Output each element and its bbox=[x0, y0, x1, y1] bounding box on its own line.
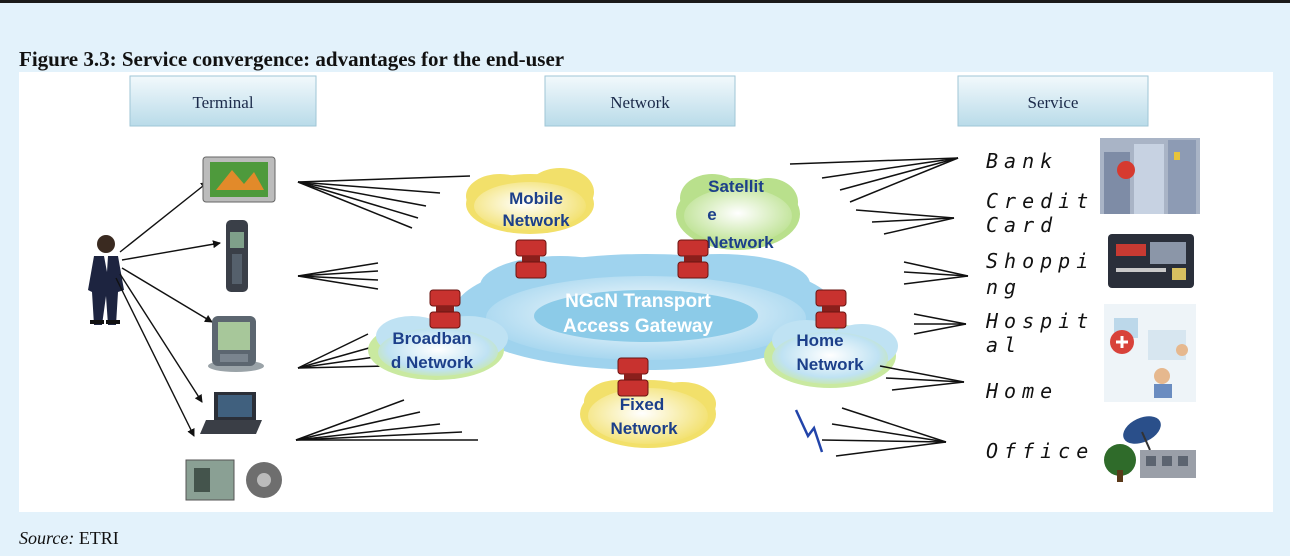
satellite-network-line1: Satellit bbox=[708, 177, 764, 196]
header-service-label: Service bbox=[1028, 93, 1079, 112]
hospital-icon bbox=[1104, 304, 1196, 402]
satellite-network-line2: e bbox=[707, 205, 716, 224]
gateway-router-icon bbox=[815, 289, 847, 329]
tablet-device-icon bbox=[202, 156, 276, 203]
core-network-line1: NGcN Transport bbox=[565, 291, 711, 312]
mobile-phone-icon bbox=[226, 220, 248, 292]
service-shopping-line1: Shoppi bbox=[986, 249, 1094, 273]
fixed-network-cloud: Fixed Network bbox=[580, 380, 716, 448]
home-network-cloud: Home Network bbox=[764, 320, 898, 388]
satellite-network-cloud: Satellit e Network bbox=[676, 174, 800, 252]
fixed-network-line2: Network bbox=[610, 419, 678, 438]
header-network: Network bbox=[544, 75, 736, 127]
person-icon bbox=[88, 235, 124, 325]
figure-title: Figure 3.3: Service convergence: advanta… bbox=[19, 47, 565, 71]
satellite-network-line3: Network bbox=[706, 233, 774, 252]
service-shopping-line2: ng bbox=[986, 275, 1022, 299]
broadband-network-line1: Broadban bbox=[392, 329, 471, 348]
service-office: Office bbox=[986, 439, 1094, 463]
service-bank: Bank bbox=[986, 149, 1058, 173]
gateway-router-icon bbox=[617, 357, 649, 397]
fixed-network-line1: Fixed bbox=[620, 395, 664, 414]
service-credit-line2: Card bbox=[986, 213, 1058, 237]
mobile-network-line2: Network bbox=[502, 211, 570, 230]
broadband-network-line2: d Network bbox=[391, 353, 474, 372]
appliance-icon bbox=[185, 459, 282, 501]
source-label: Source: bbox=[19, 528, 75, 548]
mobile-network-line1: Mobile bbox=[509, 189, 563, 208]
service-credit-line1: Credit bbox=[986, 189, 1094, 213]
service-hospital-line1: Hospit bbox=[985, 309, 1094, 333]
home-network-line1: Home bbox=[796, 331, 843, 350]
header-network-label: Network bbox=[610, 93, 670, 112]
bank-building-icon bbox=[1100, 138, 1200, 214]
lightning-icon bbox=[794, 409, 824, 453]
header-service: Service bbox=[957, 75, 1149, 127]
terminal-line-fans bbox=[295, 175, 478, 441]
laptop-icon bbox=[200, 392, 262, 434]
person-device-arrows bbox=[115, 181, 221, 437]
home-network-line2: Network bbox=[796, 355, 864, 374]
figure-source: Source: ETRI bbox=[19, 528, 119, 549]
header-terminal-label: Terminal bbox=[192, 93, 253, 112]
header-terminal: Terminal bbox=[129, 75, 317, 127]
service-line-fans bbox=[789, 157, 969, 457]
pda-icon bbox=[208, 316, 264, 372]
gateway-router-icon bbox=[677, 239, 709, 279]
service-hospital-line2: al bbox=[986, 333, 1022, 357]
core-network-line2: Access Gateway bbox=[563, 316, 713, 337]
mobile-network-cloud: Mobile Network bbox=[466, 168, 594, 234]
source-value: ETRI bbox=[78, 528, 119, 548]
service-home: Home bbox=[985, 379, 1058, 403]
core-network-cloud: NGcN Transport Access Gateway bbox=[454, 254, 838, 370]
gateway-router-icon bbox=[429, 289, 461, 329]
gateway-router-icon bbox=[515, 239, 547, 279]
credit-card-icon bbox=[1108, 234, 1194, 288]
satellite-dish-icon bbox=[1104, 416, 1196, 482]
